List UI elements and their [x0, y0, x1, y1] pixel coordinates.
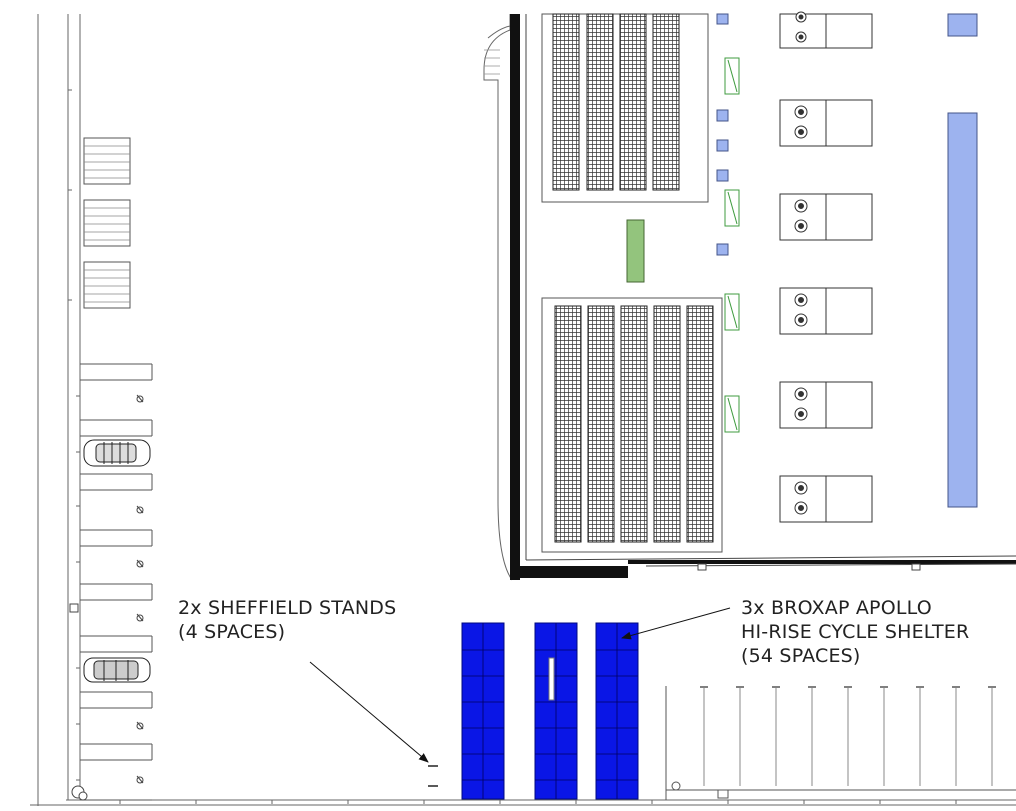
bottom-ticks [119, 800, 957, 804]
arrow-icon [309, 607, 731, 763]
accessible-parking-icon [136, 394, 144, 784]
green-outline-units [724, 57, 740, 433]
broxap-label-line3: (54 SPACES) [741, 645, 861, 667]
bench-units [83, 137, 131, 309]
site-boundary [30, 14, 1016, 806]
boundary-ticks [68, 89, 80, 781]
doors [697, 563, 921, 571]
building-curve [483, 14, 513, 581]
canopy-structure [665, 686, 1016, 800]
building-inner-wall [525, 14, 1016, 567]
sheffield-stands-label: 2x SHEFFIELD STANDS (4 SPACES) [178, 596, 396, 644]
broxap-shelter-label: 3x BROXAP APOLLO HI-RISE CYCLE SHELTER (… [741, 596, 969, 668]
shelter-post [548, 657, 555, 701]
broxap-label-line2: HI-RISE CYCLE SHELTER [741, 621, 970, 643]
shelter-grid [462, 623, 638, 799]
sheffield-stands [428, 765, 438, 787]
racking-block-upper [541, 13, 709, 203]
green-equipment-block [626, 219, 645, 283]
cycle-shelters [461, 622, 639, 800]
gate-post [69, 603, 88, 801]
car-icon [83, 439, 151, 683]
sheffield-label-line1: 2x SHEFFIELD STANDS [178, 597, 397, 619]
fan-unit-icon [779, 11, 873, 523]
large-equipment-panels [947, 13, 978, 508]
racking-block-lower [541, 297, 723, 553]
broxap-label-line1: 3x BROXAP APOLLO [741, 597, 932, 619]
sheffield-label-line2: (4 SPACES) [178, 621, 286, 643]
small-equipment-units [716, 13, 729, 256]
building-wall [510, 14, 1016, 580]
parking-bays [80, 363, 153, 801]
